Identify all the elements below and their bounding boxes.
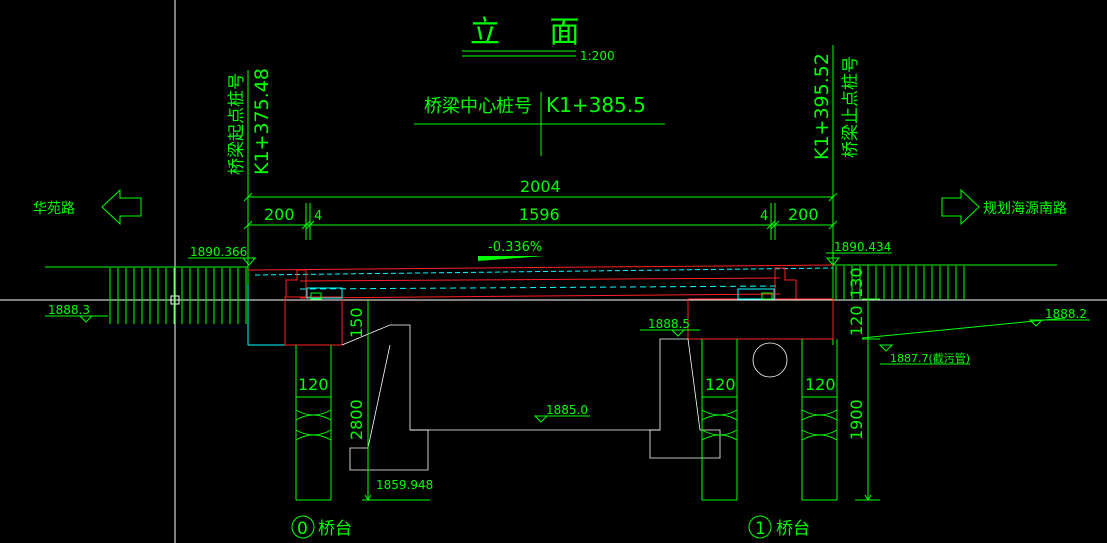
end-station: K1+395.52 桥梁止点桩号 [811,45,861,345]
abutment-0-label: 桥台 [318,519,352,539]
dim-right-gap: 4 [760,209,768,224]
right-abutment [687,267,834,340]
right-road: 规划海源南路 [941,188,1067,226]
riverbed-elevation: 1885.0 [546,403,588,417]
dim-pile-right: 120 [805,375,836,394]
left-road-label: 华苑路 [33,201,75,217]
dimension-chain [243,192,838,240]
left-arrow-icon [101,188,142,226]
drawing-scale: 1:200 [580,49,615,63]
sewer-elevation: 1887.7(截污管) [878,344,970,365]
left-ground-elevation: 1888.3 [48,303,90,317]
dim-left-end: 200 [264,205,295,224]
right-piles [701,339,838,501]
sewer-pipe-icon [752,342,788,378]
dim-pile-left: 120 [298,375,329,394]
title-block: 立 面 1:200 [462,15,615,63]
bridge-deck [247,264,834,346]
dim-cap-height: 150 [347,307,366,338]
left-deck-elevation: 1890.366 [190,245,247,259]
svg-text:1887.7(截污管): 1887.7(截污管) [890,351,970,365]
deck-elevations: 1890.366 1890.434 [188,240,892,266]
drawing-title: 立 面 [470,15,600,50]
right-arrow-icon [941,188,980,226]
ground-lines [45,264,1057,268]
dim-span: 1596 [519,205,560,224]
end-station-label: 桥梁止点桩号 [841,56,861,158]
riverbed: 1885.0 [533,403,590,423]
right-ground-elevation: 1888.2 [1045,307,1087,321]
abutment-1-label: 桥台 [776,519,810,539]
slope-indicator: -0.336% [478,240,545,261]
left-retaining-wall [341,324,660,471]
right-deck-elevation: 1890.434 [834,240,891,254]
right-retaining-wall [649,338,788,459]
start-station-label: 桥梁起点桩号 [227,73,247,175]
start-station: 桥梁起点桩号 K1+375.48 [227,68,273,345]
right-embankment-hatch [835,266,965,300]
abutment-1-number: 1 [755,519,766,539]
center-station-label: 桥梁中心桩号 [424,96,532,117]
dim-pile-mid: 120 [705,375,736,394]
dim-right-h1: 120 [847,305,866,336]
dim-left-gap: 4 [314,209,322,224]
left-road: 华苑路 [33,188,142,226]
left-embankment-hatch [109,268,247,324]
dim-right-end: 200 [788,205,819,224]
pile-bottom-elevation: 1859.948 [376,478,433,492]
right-vertical-dims [855,265,880,501]
side-ground-elevations: 1888.3 1888.2 [45,303,1090,339]
abutment-1: 1 桥台 [748,515,810,539]
abutment-0: 0 桥台 [291,515,352,539]
start-station-value: K1+375.48 [251,68,273,175]
center-station: 桥梁中心桩号 K1+385.5 [414,92,665,156]
abutment-1-circle-icon [748,515,772,539]
dim-total: 2004 [520,177,561,196]
dim-pile-depth-right: 1900 [847,399,866,440]
abutment-0-circle-icon [291,515,315,539]
dim-pile-depth-left: 2800 [347,399,366,440]
svg-text:1888.5: 1888.5 [648,317,690,331]
left-pile [295,345,332,501]
left-abutment [284,269,343,346]
mid-ground-elevation: 1888.5 [640,317,700,337]
left-vertical-dims [362,300,430,501]
abutment-0-number: 0 [297,519,308,539]
end-station-value: K1+395.52 [811,53,833,160]
right-road-label: 规划海源南路 [983,201,1067,217]
slope-value: -0.336% [488,240,542,255]
dim-right-h2: 130 [847,267,866,298]
center-station-value: K1+385.5 [546,93,646,117]
